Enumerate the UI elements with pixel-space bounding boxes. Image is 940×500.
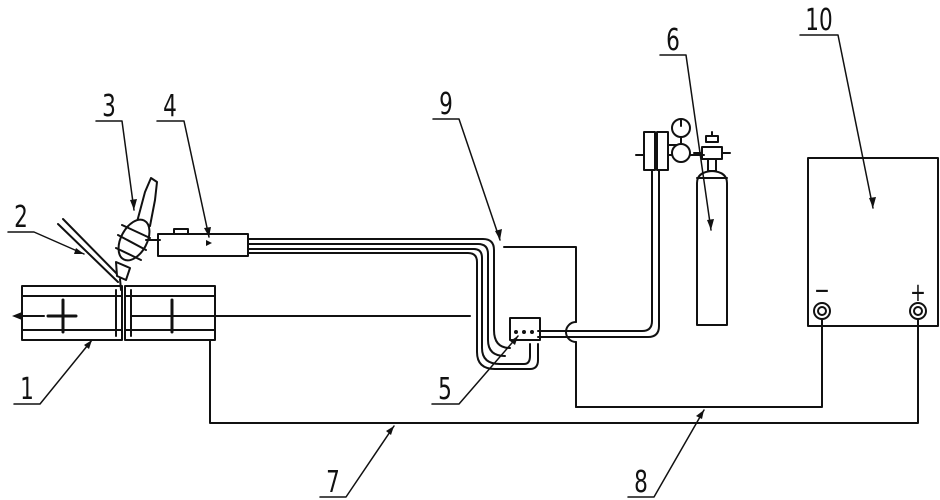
label-10: 10 (805, 4, 832, 38)
clamp-left-icon (46, 298, 78, 334)
label-3: 3 (102, 90, 116, 124)
label-1: 1 (20, 373, 34, 407)
workpiece-right-plate (124, 285, 216, 341)
label-4: 4 (163, 90, 177, 124)
label-2: 2 (14, 201, 28, 235)
workpiece-left-plate (21, 285, 123, 341)
negative-terminal-symbol: − (814, 276, 830, 306)
workpiece (12, 285, 216, 341)
power-source (807, 157, 939, 327)
gas-regulator (635, 118, 705, 171)
ground-cable (209, 318, 919, 424)
wire-feeder (157, 228, 249, 257)
label-8: 8 (634, 466, 648, 500)
welding-torch (115, 177, 161, 291)
travel-direction-arrow-icon (12, 312, 45, 320)
gas-cylinder (693, 131, 731, 326)
positive-terminal-symbol: + (910, 278, 926, 308)
torch-hose (247, 238, 539, 370)
label-9: 9 (439, 88, 453, 122)
filler-wire (57, 218, 122, 283)
label-6: 6 (666, 24, 680, 58)
gas-line (537, 169, 660, 338)
control-box (509, 317, 541, 341)
power-cable (575, 318, 823, 408)
leader-lines (7, 34, 876, 498)
label-7: 7 (326, 466, 340, 500)
label-5: 5 (438, 373, 452, 407)
